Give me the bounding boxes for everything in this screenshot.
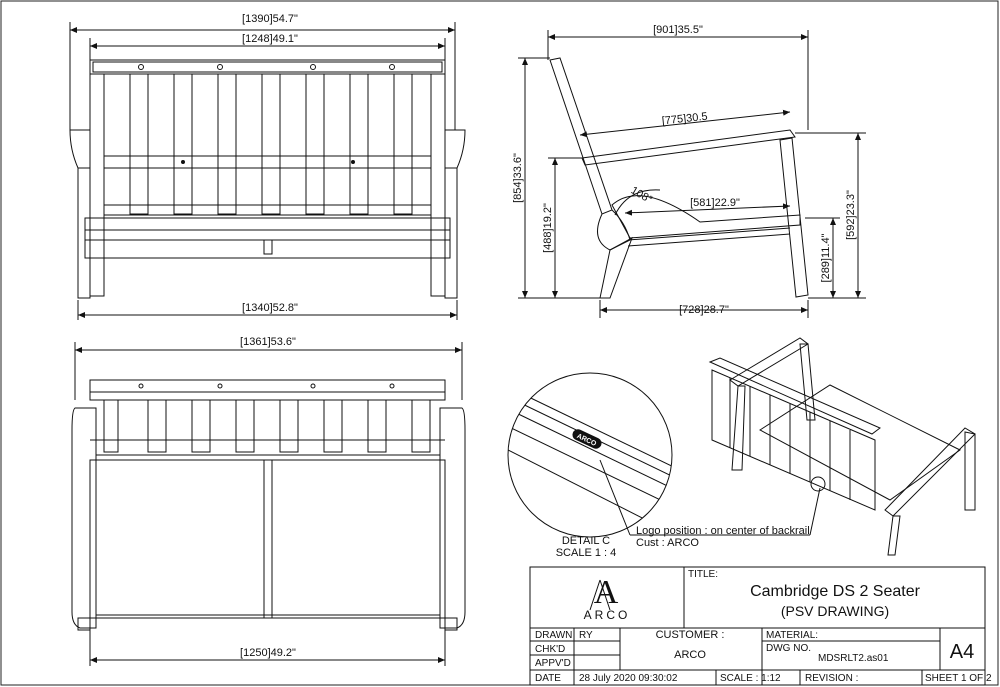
dwg-number-value: MDSRLT2.as01 — [818, 653, 889, 664]
material-label: MATERIAL: — [766, 630, 818, 641]
top-seat-width: [1250]49.2" — [240, 647, 296, 659]
brand-logo-letter: A — [594, 574, 619, 611]
drawing-title: Cambridge DS 2 Seater — [750, 583, 921, 600]
scale-value: SCALE : 1:12 — [720, 673, 781, 684]
detail-c — [507, 372, 821, 538]
side-seat-depth: [581]22.9" — [690, 197, 740, 209]
front-overall-width: [1390]54.7" — [242, 13, 298, 25]
isometric-view — [708, 337, 976, 556]
side-depth: [901]35.5" — [653, 24, 703, 36]
sheet-size: A4 — [950, 641, 974, 663]
sheet-number: SHEET 1 OF 2 — [925, 673, 992, 684]
side-arm-length: [775]30.5 — [661, 111, 708, 128]
side-arm-height: [592]23.3" — [845, 190, 857, 240]
brand-logo-word: ARCO — [584, 608, 631, 622]
front-back-width: [1248]49.1" — [242, 33, 298, 45]
drawing-subtitle: (PSV DRAWING) — [781, 603, 889, 619]
approved-label: APPV'D — [535, 658, 571, 669]
side-seat-bottom-height: [289]11.4" — [820, 233, 832, 282]
revision-label: REVISION : — [805, 673, 858, 684]
detail-note-2: Cust : ARCO — [636, 537, 699, 549]
title-label: TITLE: — [688, 569, 718, 580]
customer-label: CUSTOMER : — [656, 629, 725, 641]
front-view — [69, 22, 466, 320]
drawn-value: RY — [579, 630, 593, 641]
front-leg-span: [1340]52.8" — [242, 302, 298, 314]
detail-title: DETAIL C — [562, 535, 610, 547]
side-base-depth: [728]28.7" — [679, 304, 729, 316]
detail-note-1: Logo position : on center of backrail — [636, 525, 810, 537]
title-block — [529, 566, 986, 686]
top-view — [71, 342, 466, 666]
date-value: 28 July 2020 09:30:02 — [579, 673, 678, 684]
detail-scale: SCALE 1 : 4 — [556, 547, 617, 559]
side-seat-height: [488]19.2" — [542, 203, 554, 253]
top-overall-width: [1361]53.6" — [240, 336, 296, 348]
date-label: DATE — [535, 673, 561, 684]
side-back-angle: 108° — [629, 185, 655, 207]
side-overall-height: [854]33.6" — [512, 153, 524, 203]
drawn-label: DRAWN — [535, 630, 572, 641]
customer-value: ARCO — [674, 649, 706, 661]
dwg-number-label: DWG NO. — [766, 643, 811, 654]
checked-label: CHK'D — [535, 644, 565, 655]
side-view — [518, 30, 866, 318]
